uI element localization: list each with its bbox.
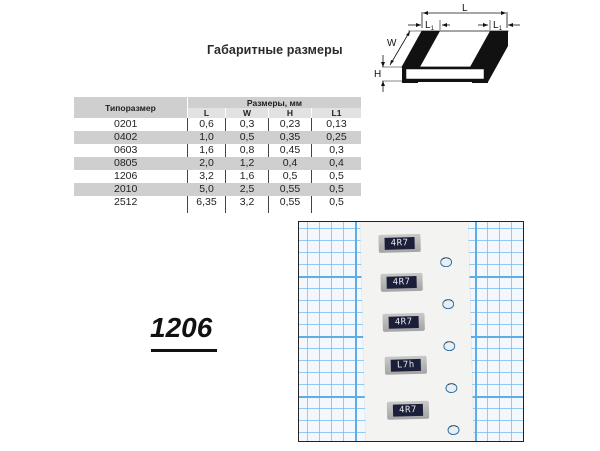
- dimensions-table: Типоразмер Размеры, мм L W H L1 0201 0,6…: [74, 97, 361, 213]
- svg-text:L1: L1: [425, 20, 435, 32]
- table-row: 0603 1,6 0,8 0,45 0,3: [114, 144, 344, 156]
- label-H: H: [374, 69, 381, 80]
- table-row: 0402 1,0 0,5 0,35 0,25: [74, 131, 361, 144]
- table-row: 2512 6,35 3,2 0,55 0,5: [114, 196, 344, 208]
- table-row: 0805 2,0 1,2 0,4 0,4: [74, 157, 361, 170]
- header-col-W: W: [226, 108, 269, 118]
- section-heading: Габаритные размеры: [207, 43, 343, 57]
- sprocket-hole: [442, 299, 455, 310]
- sprocket-hole: [447, 424, 460, 436]
- sprocket-hole: [440, 257, 453, 268]
- resistor-chip: 4R7: [386, 400, 430, 420]
- header-col-L: L: [188, 108, 226, 118]
- label-W: W: [387, 38, 397, 49]
- header-col-H: H: [269, 108, 312, 118]
- resistor-chip: 4R7: [378, 233, 421, 253]
- header-size-type: Типоразмер: [74, 97, 188, 118]
- carrier-tape: 4R7 4R7 4R7 L7h 4R7: [359, 222, 475, 441]
- resistor-dimension-diagram: L L1 L1 W H: [374, 3, 520, 92]
- table-row: 1206 3,2 1,6 0,5 0,5: [114, 170, 344, 182]
- table-body: 0201 0,6 0,3 0,23 0,13 0402 1,0 0,5 0,35…: [74, 118, 361, 213]
- table-row: 2010 5,0 2,5 0,55 0,5: [74, 183, 361, 196]
- table-row: 0201 0,6 0,3 0,23 0,13: [114, 118, 347, 130]
- size-label-underline: [151, 349, 217, 352]
- sprocket-hole: [445, 382, 458, 394]
- sprocket-hole: [443, 341, 456, 352]
- svg-text:L1: L1: [493, 20, 503, 32]
- table-header: Типоразмер Размеры, мм L W H L1: [74, 97, 361, 118]
- label-L: L: [462, 3, 468, 14]
- resistor-chip: 4R7: [380, 272, 423, 292]
- resistor-chip: 4R7: [382, 312, 425, 332]
- header-col-L1: L1: [312, 108, 361, 118]
- product-photo: 4R7 4R7 4R7 L7h 4R7: [298, 221, 524, 442]
- size-label: 1206: [150, 312, 213, 343]
- resistor-chip: L7h: [384, 355, 428, 375]
